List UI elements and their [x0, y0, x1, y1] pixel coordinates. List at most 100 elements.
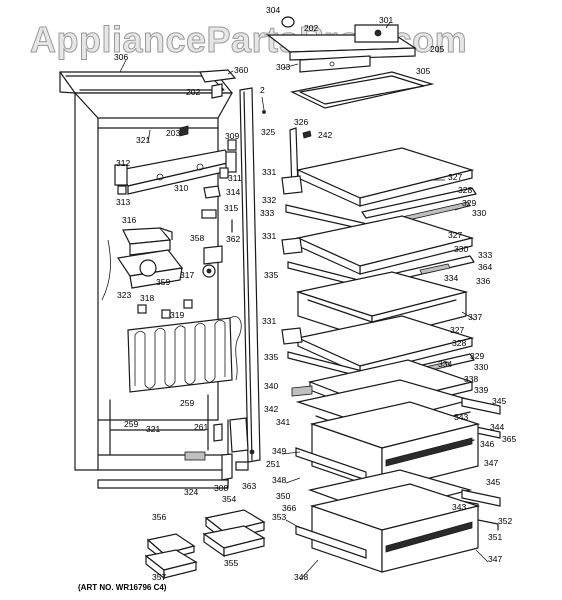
label-261: 261: [194, 422, 208, 432]
label-365: 365: [502, 434, 516, 444]
bracket-202: [211, 83, 223, 99]
label-301: 301: [379, 15, 393, 25]
part-311: [219, 167, 229, 179]
label-326: 326: [294, 117, 308, 127]
label-345: 345: [492, 396, 506, 406]
label-337: 337: [468, 312, 482, 322]
label-309: 309: [225, 131, 239, 141]
control-housing-310: [114, 149, 237, 195]
label-313: 313: [116, 197, 130, 207]
bin-357: [144, 549, 198, 580]
label-310: 310: [174, 183, 188, 193]
label-333: 333: [260, 208, 274, 218]
screw-251: [249, 449, 255, 455]
label-327c: 327: [450, 325, 464, 335]
clip-319: [161, 309, 171, 319]
label-334b: 334: [438, 359, 452, 369]
label-251: 251: [266, 459, 280, 469]
label-202: 202: [304, 23, 318, 33]
hinge-261: [213, 423, 223, 442]
crisper-drawer-2: [295, 483, 499, 573]
shelf-2: [281, 215, 475, 287]
lamp-cover-305: [290, 71, 435, 109]
label-315: 315: [224, 203, 238, 213]
label-331c: 331: [262, 316, 276, 326]
label-366: 366: [282, 503, 296, 513]
label-343: 343: [454, 412, 468, 422]
label-314: 314: [226, 187, 240, 197]
label-308: 308: [214, 483, 228, 493]
label-202b: 202: [186, 87, 200, 97]
label-317: 317: [180, 270, 194, 280]
part-labels: 304 202 301 306 360 303 205 305 202 2 20…: [114, 5, 516, 582]
fan-housing-359: [116, 249, 184, 289]
label-323: 323: [117, 290, 131, 300]
label-341: 341: [276, 417, 290, 427]
label-363: 363: [242, 481, 256, 491]
label-351: 351: [488, 532, 502, 542]
label-334: 334: [444, 273, 458, 283]
part-315: [201, 209, 217, 219]
label-354: 354: [222, 494, 236, 504]
label-355: 355: [224, 558, 238, 568]
rail-325: [239, 87, 266, 463]
bracket-360: [199, 69, 237, 83]
label-336: 336: [476, 276, 490, 286]
label-328: 328: [458, 185, 472, 195]
label-352: 352: [498, 516, 512, 526]
slide-345: [461, 397, 501, 415]
knob-317-center: [206, 268, 212, 274]
wire-cable: [229, 316, 242, 381]
label-259b: 259: [124, 419, 138, 429]
label-304: 304: [266, 5, 280, 15]
clip-203: [179, 125, 189, 137]
label-333b: 333: [478, 250, 492, 260]
label-312: 312: [116, 158, 130, 168]
label-319: 319: [170, 310, 184, 320]
label-335: 335: [264, 270, 278, 280]
label-318: 318: [140, 293, 154, 303]
label-356: 356: [152, 512, 166, 522]
label-347b: 347: [488, 554, 502, 564]
label-242: 242: [318, 130, 332, 140]
label-321: 321: [136, 135, 150, 145]
bin-355: [202, 525, 266, 558]
label-338: 338: [464, 374, 478, 384]
label-346: 346: [480, 439, 494, 449]
label-330b: 330: [454, 244, 468, 254]
tube-323: [101, 239, 111, 301]
part-308: [221, 453, 233, 481]
label-330: 330: [472, 208, 486, 218]
part-309: [227, 139, 237, 151]
part-bottom-plate: [184, 451, 206, 461]
label-348: 348: [272, 475, 286, 485]
part-363: [235, 461, 249, 471]
label-357: 357: [152, 572, 166, 582]
label-347: 347: [484, 458, 498, 468]
label-329b: 329: [470, 351, 484, 361]
label-205: 205: [430, 44, 444, 54]
label-335b: 335: [264, 352, 278, 362]
label-327b: 327: [448, 230, 462, 240]
label-339: 339: [474, 385, 488, 395]
evaporator-coil: [127, 317, 233, 393]
part-313: [117, 185, 127, 195]
label-342: 342: [264, 404, 278, 414]
label-348b: 348: [294, 572, 308, 582]
label-305: 305: [416, 66, 430, 76]
label-331b: 331: [262, 231, 276, 241]
label-340: 340: [264, 381, 278, 391]
label-325: 325: [261, 127, 275, 137]
label-327: 327: [448, 172, 462, 182]
label-311: 311: [228, 173, 242, 183]
label-353: 353: [272, 512, 286, 522]
label-203: 203: [166, 128, 180, 138]
clip-319b: [183, 299, 193, 309]
part-358: [203, 245, 223, 265]
label-329: 329: [462, 198, 476, 208]
art-number: (ART NO. WR16796 C4): [78, 583, 167, 592]
label-303: 303: [276, 62, 290, 72]
label-349: 349: [272, 446, 286, 456]
label-362: 362: [226, 234, 240, 244]
